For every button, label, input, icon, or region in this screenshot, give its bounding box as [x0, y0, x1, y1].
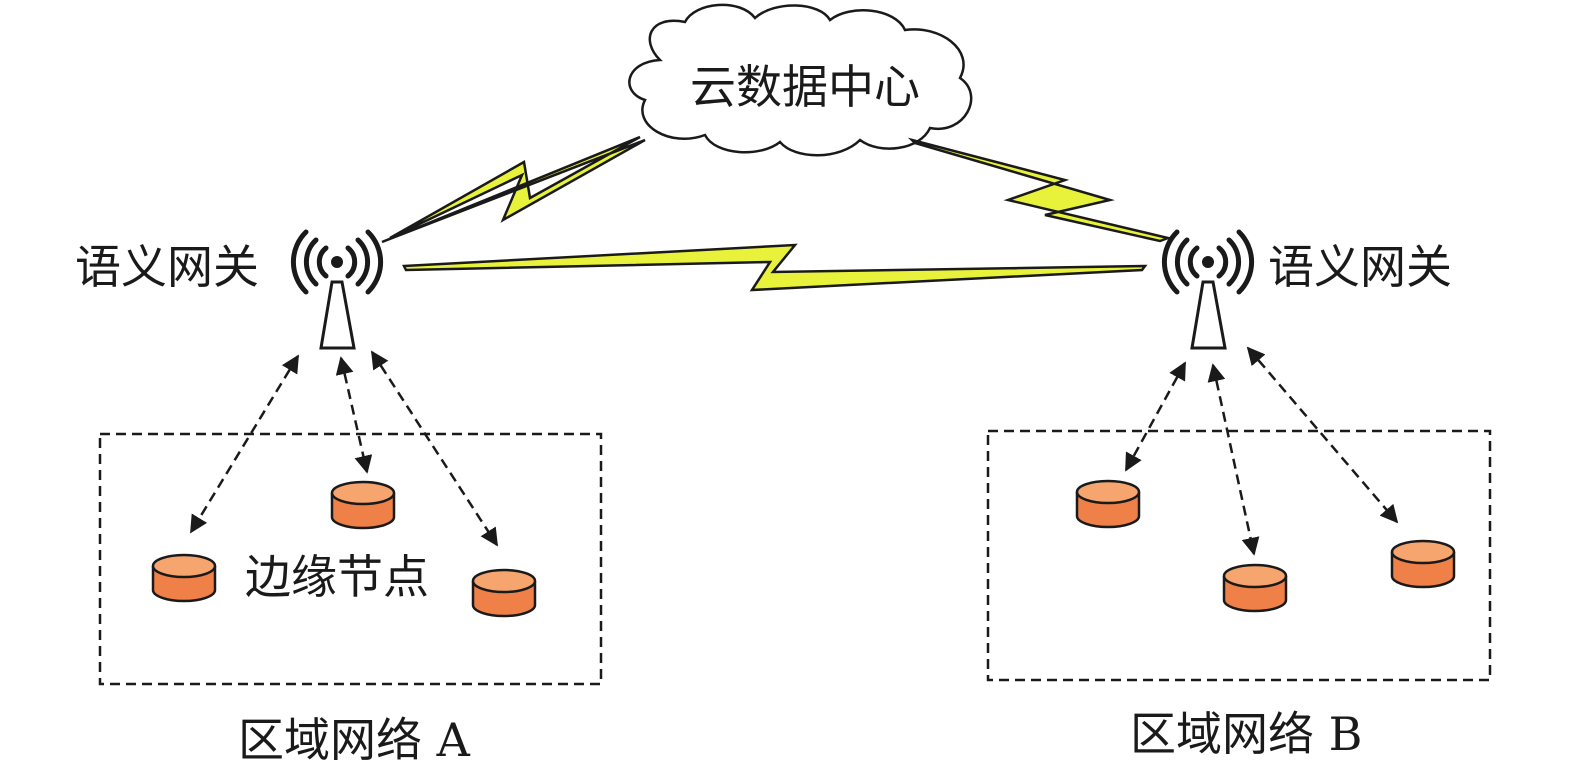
link-arrow: [1246, 346, 1399, 524]
link-arrow: [370, 350, 499, 547]
edge-node: [471, 568, 537, 618]
lightning-link-gateway-to-gateway: [402, 243, 1148, 292]
wireless-links: [381, 135, 1173, 292]
antenna-icon: [1161, 229, 1255, 350]
antenna-icon: [290, 229, 384, 350]
region-a-label: 区域网络 A: [238, 713, 471, 767]
lightning-link-cloud-left: [381, 135, 646, 244]
edge-node: [1390, 539, 1456, 589]
edge-node: [151, 553, 217, 603]
gateway-left: 语义网关: [75, 229, 384, 350]
edge-node-label: 边缘节点: [245, 550, 429, 604]
region-b-boundary: [986, 429, 1492, 682]
cloud-data-center: 云数据中心: [628, 3, 973, 157]
link-arrow: [189, 354, 300, 534]
region-a: 边缘节点 区域网络 A: [98, 350, 603, 767]
gateway-right: 语义网关: [1161, 229, 1452, 350]
region-a-boundary: [98, 432, 603, 686]
link-arrow: [335, 356, 373, 474]
lightning-link-cloud-right: [907, 137, 1173, 243]
region-b-label: 区域网络 B: [1130, 707, 1362, 761]
gateway-right-label: 语义网关: [1268, 240, 1452, 294]
cloud-icon: [628, 3, 973, 157]
gateway-left-label: 语义网关: [75, 240, 259, 294]
link-arrow: [1124, 361, 1187, 472]
edge-node: [1075, 479, 1141, 529]
cloud-label: 云数据中心: [690, 60, 920, 114]
edge-node: [1222, 563, 1288, 613]
region-b: 区域网络 B: [986, 346, 1492, 761]
edge-node: [330, 480, 396, 530]
link-arrow: [1207, 363, 1260, 556]
